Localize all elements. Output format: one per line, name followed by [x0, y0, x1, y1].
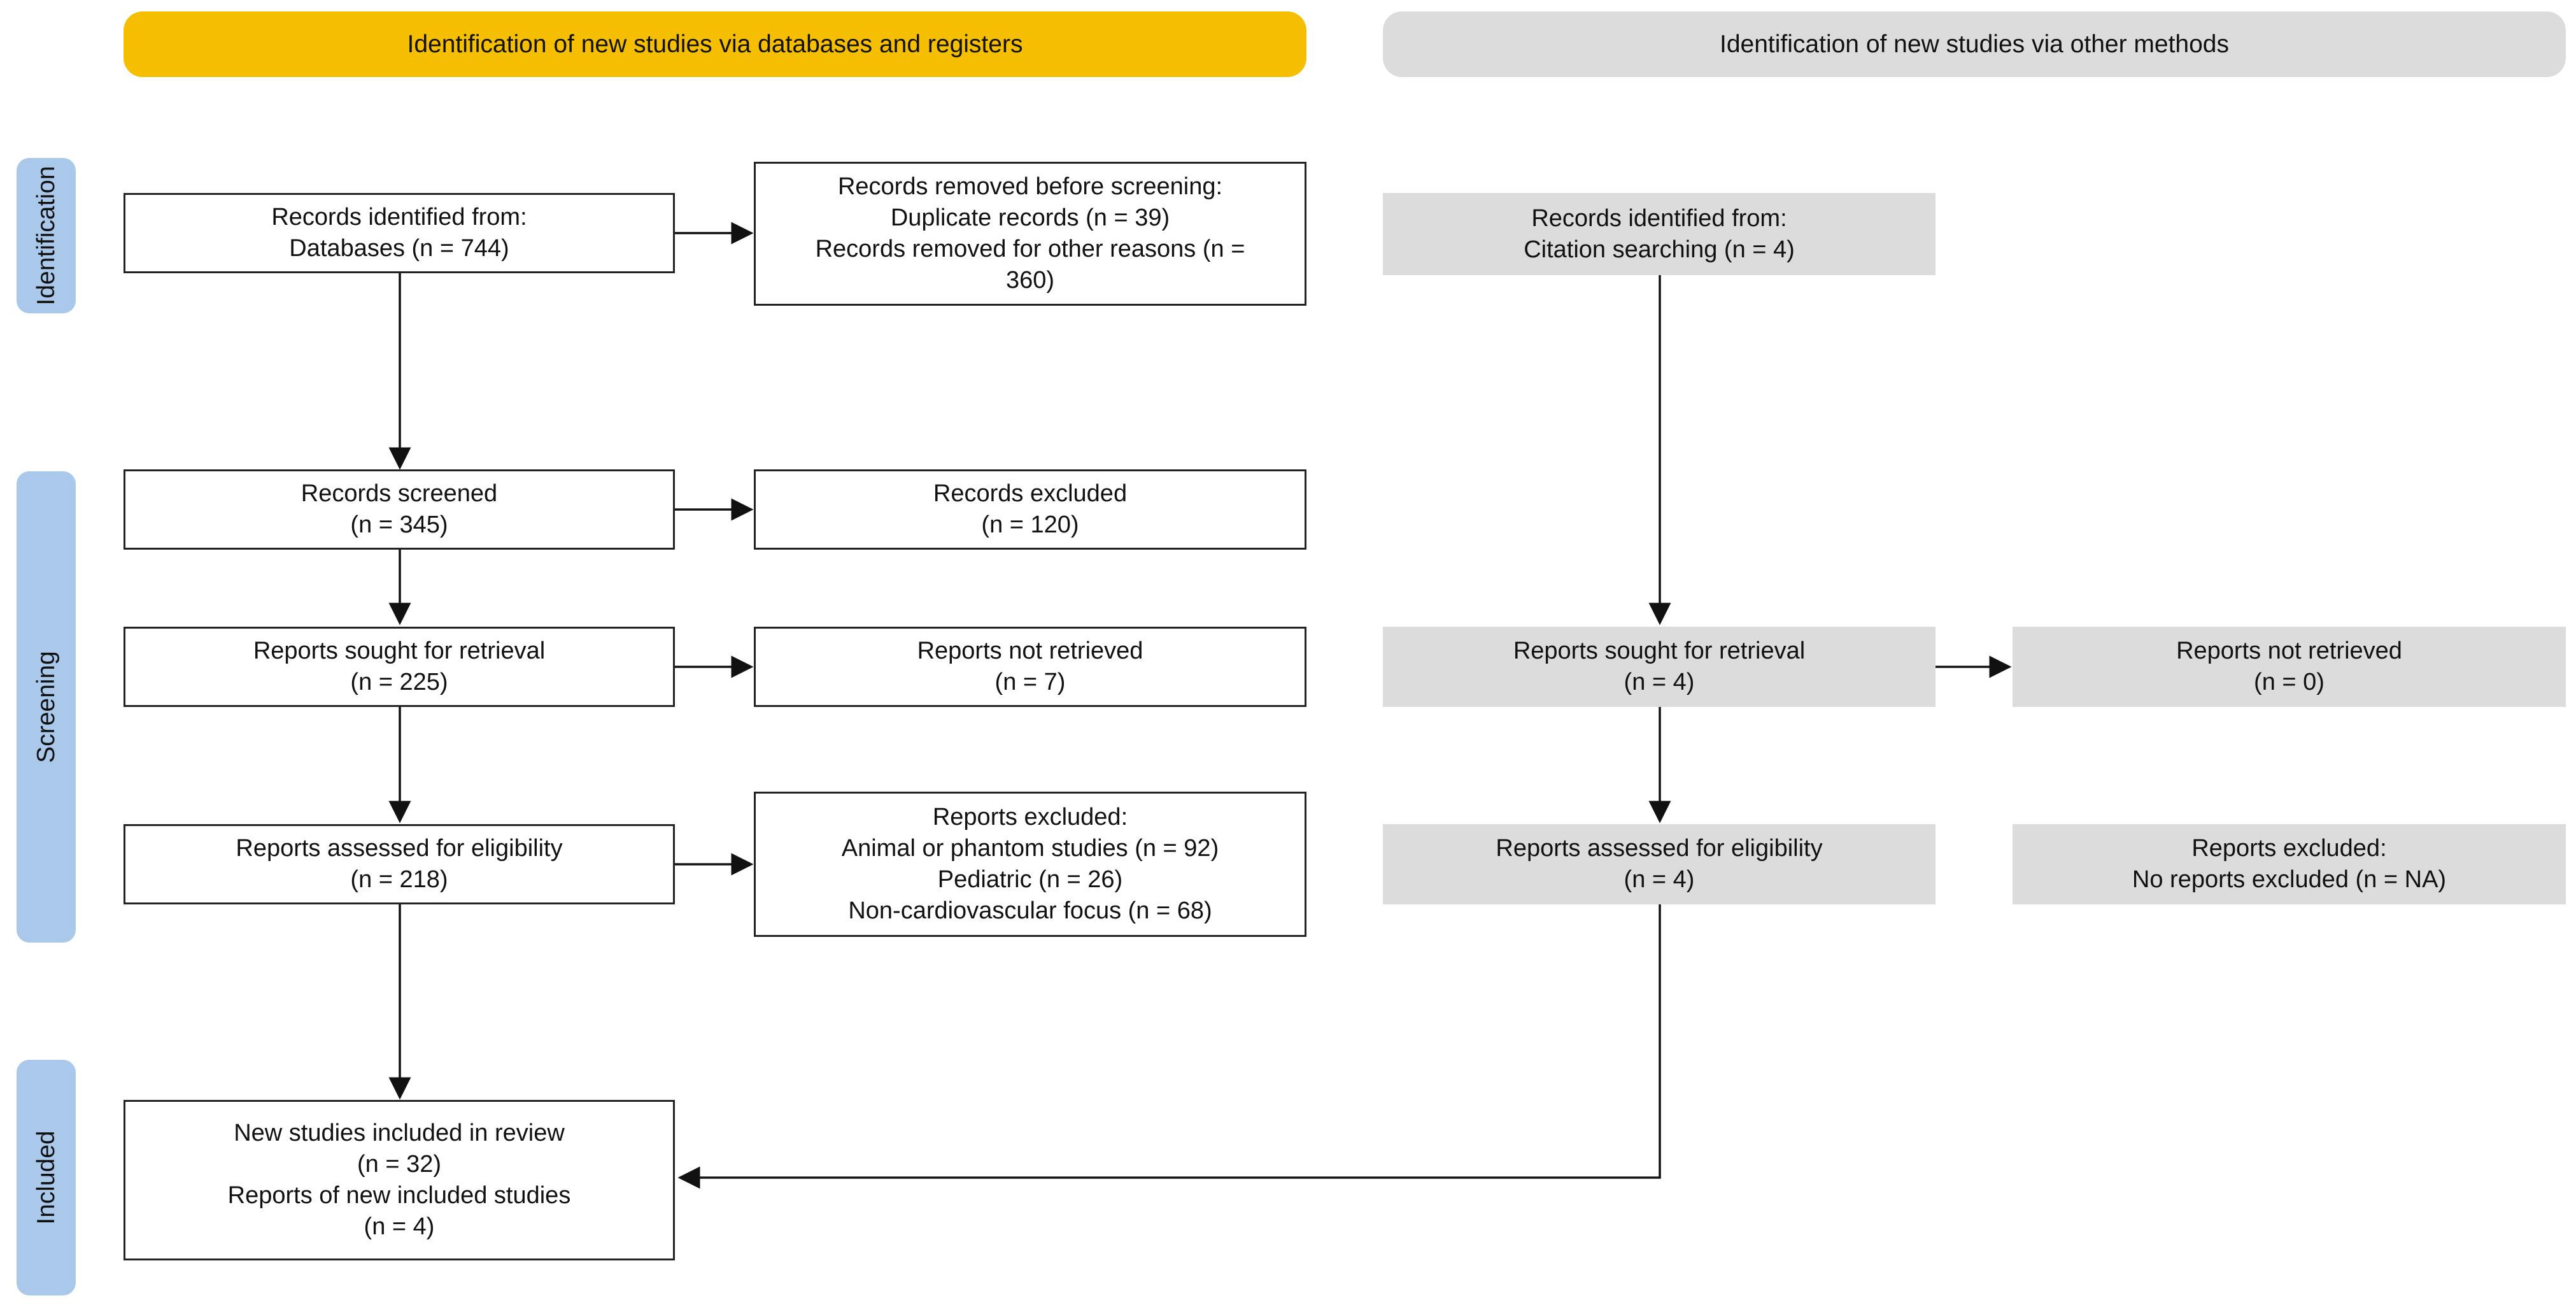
arrow-other-assessed-to-included: [677, 904, 1661, 1189]
box-text-line: (n = 120): [981, 511, 1079, 538]
box-text-line: (n = 345): [350, 511, 448, 538]
box-text-line: Reports not retrieved: [917, 638, 1143, 664]
box-text-line: (n = 32): [357, 1151, 442, 1178]
box-text-line: (n = 225): [350, 669, 448, 695]
box-records-screened: Records screened (n = 345): [124, 469, 675, 550]
header-databases-registers-label: Identification of new studies via databa…: [407, 30, 1023, 58]
box-text-line: (n = 4): [1624, 669, 1695, 695]
box-text-line: Records identified from:: [1531, 204, 1787, 232]
box-text-line: Reports assessed for eligibility: [236, 835, 563, 862]
box-text-line: (n = 218): [350, 866, 448, 893]
box-text-line: (n = 4): [364, 1213, 435, 1240]
box-reports-excluded: Reports excluded: Animal or phantom stud…: [754, 792, 1306, 937]
box-text-line: Animal or phantom studies (n = 92): [841, 835, 1219, 862]
box-text-line: No reports excluded (n = NA): [2132, 866, 2447, 893]
box-reports-assessed: Reports assessed for eligibility (n = 21…: [124, 824, 675, 904]
box-other-reports-excluded: Reports excluded: No reports excluded (n…: [2013, 824, 2566, 904]
box-records-excluded: Records excluded (n = 120): [754, 469, 1306, 550]
box-text-line: Records removed before screening:: [837, 173, 1223, 200]
box-text-line: Reports excluded:: [2191, 835, 2387, 862]
box-text-line: Records screened: [301, 480, 498, 507]
box-text-line: (n = 7): [994, 669, 1066, 695]
box-text-line: Citation searching (n = 4): [1524, 236, 1795, 263]
box-text-line: Databases (n = 744): [289, 235, 509, 262]
box-text-line: Reports sought for retrieval: [253, 638, 546, 664]
box-text-line: Non-cardiovascular focus (n = 68): [848, 897, 1212, 924]
box-text-line: Records removed for other reasons (n =: [815, 236, 1245, 262]
box-text-line: 360): [1005, 267, 1055, 294]
stage-identification: Identification: [17, 158, 76, 313]
box-other-reports-not-retrieved: Reports not retrieved (n = 0): [2013, 627, 2566, 707]
box-text-line: Duplicate records (n = 39): [890, 204, 1170, 231]
box-reports-not-retrieved: Reports not retrieved (n = 7): [754, 627, 1306, 707]
box-text-line: Records excluded: [933, 480, 1128, 507]
box-records-identified-databases: Records identified from: Databases (n = …: [124, 193, 675, 273]
box-text-line: Reports excluded:: [932, 804, 1128, 831]
box-reports-sought: Reports sought for retrieval (n = 225): [124, 627, 675, 707]
header-databases-registers: Identification of new studies via databa…: [124, 11, 1306, 77]
box-studies-included: New studies included in review (n = 32) …: [124, 1100, 675, 1260]
box-text-line: Reports assessed for eligibility: [1496, 835, 1823, 862]
header-other-methods-label: Identification of new studies via other …: [1720, 30, 2229, 58]
box-text-line: Reports sought for retrieval: [1513, 638, 1806, 664]
box-text-line: Pediatric (n = 26): [937, 866, 1123, 893]
box-text-line: New studies included in review: [234, 1120, 565, 1146]
header-other-methods: Identification of new studies via other …: [1383, 11, 2566, 77]
stage-included: Included: [17, 1060, 76, 1295]
box-records-identified-citation: Records identified from: Citation search…: [1383, 193, 1936, 275]
box-other-reports-assessed: Reports assessed for eligibility (n = 4): [1383, 824, 1936, 904]
box-text-line: Reports of new included studies: [227, 1182, 571, 1209]
stage-screening: Screening: [17, 471, 76, 943]
box-text-line: Records identified from:: [271, 204, 527, 231]
box-text-line: Reports not retrieved: [2176, 638, 2402, 664]
box-text-line: (n = 0): [2254, 669, 2325, 695]
box-text-line: (n = 4): [1624, 866, 1695, 893]
box-other-reports-sought: Reports sought for retrieval (n = 4): [1383, 627, 1936, 707]
box-records-removed: Records removed before screening: Duplic…: [754, 162, 1306, 306]
